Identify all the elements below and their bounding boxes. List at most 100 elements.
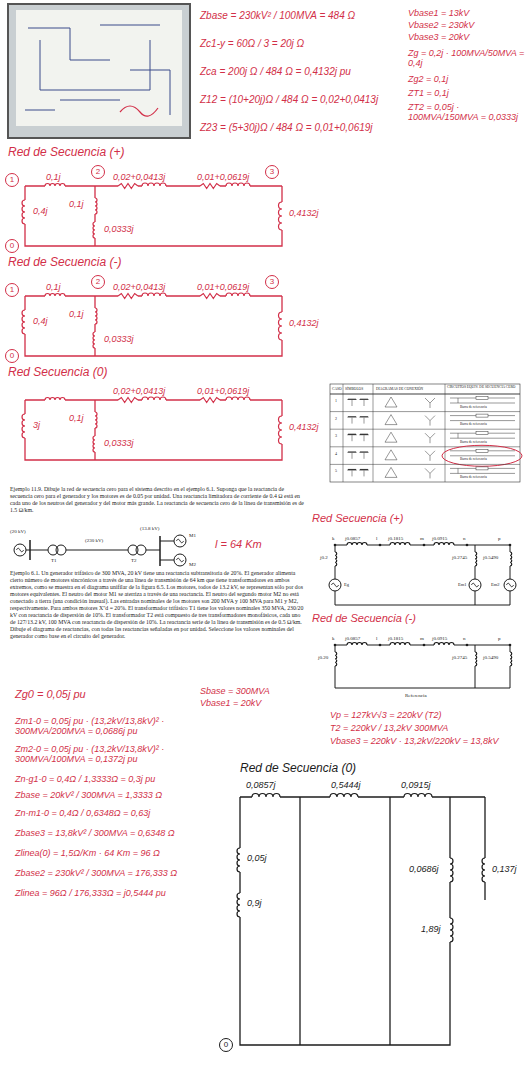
book-text: j0.0857 <box>345 536 360 542</box>
handwritten-note: Vbase1 = 13kV <box>408 8 469 18</box>
whiteboard-photo <box>8 4 190 138</box>
inductor-symbol <box>226 397 250 400</box>
book-text: Barra de referencia <box>460 405 487 409</box>
book-text: j0.0915 <box>432 536 447 542</box>
node-circle: 0 <box>5 349 19 363</box>
wire <box>450 415 515 416</box>
wire <box>25 186 282 246</box>
impedance-label: 0,01+0,0619j <box>196 172 250 182</box>
node-number: 1 <box>10 286 14 294</box>
transformer-symbol <box>56 545 66 555</box>
wire <box>352 435 353 441</box>
bus-dot <box>334 544 337 547</box>
inductor-symbol <box>142 397 166 400</box>
book-text: T2 <box>131 558 137 564</box>
wire <box>450 433 515 434</box>
handwritten-note: Zg0 = 0,05j pu <box>15 688 86 701</box>
handwritten-note: Zm1-0 = 0,05j pu · (13,2kV/13,8kV)² · 30… <box>15 716 225 737</box>
book-text: 1 <box>335 399 337 404</box>
impedance-label: 0,9j <box>246 898 263 908</box>
table-frame <box>330 384 520 482</box>
book-text: Em2 <box>491 582 500 587</box>
handwritten-note: Zbase3 = 13,8kV² / 300MVA = 0,6348 Ω <box>15 828 225 838</box>
connection-sketch <box>425 416 435 426</box>
wire <box>450 468 515 469</box>
connection-sketch <box>425 451 435 461</box>
wire-gap <box>473 552 476 566</box>
inductor-symbol <box>510 552 512 566</box>
inductor-symbol <box>93 222 95 238</box>
inductor-symbol <box>404 794 432 798</box>
inductor-symbol <box>360 417 368 418</box>
impedance-box <box>476 467 488 470</box>
source-symbol <box>329 579 341 591</box>
wire-gap <box>45 398 65 401</box>
wire <box>25 400 282 460</box>
inductor-symbol <box>348 417 356 418</box>
resistor-symbol <box>118 398 138 403</box>
handwritten-note: ZT2 = 0,05j · 100MVA/150MVA = 0,0333j <box>408 102 526 123</box>
wire-gap <box>508 652 511 666</box>
wire <box>450 438 515 439</box>
wire <box>330 446 520 447</box>
inductor-symbol <box>93 436 95 452</box>
book-text: SÍMBOLOS <box>345 387 363 391</box>
handwritten-note: Zbase = 20kV² / 300MVA = 1,3333 Ω <box>15 790 225 800</box>
handwritten-note: Vbase2 = 230kV <box>408 20 474 30</box>
connection-sketch <box>385 450 397 460</box>
book-text: j0.2745 <box>452 555 467 561</box>
inductor-symbol <box>450 918 453 942</box>
wire <box>364 453 365 459</box>
wire <box>94 186 95 246</box>
wire <box>160 560 174 561</box>
book-text: j0.1815 <box>388 636 403 642</box>
book-text: n <box>463 636 466 642</box>
wire-gap <box>118 294 138 297</box>
impedance-box <box>476 397 488 400</box>
wire-gap <box>508 552 511 566</box>
wire-gap <box>434 643 454 646</box>
wire-gap <box>93 308 96 324</box>
wire <box>146 550 160 551</box>
wire <box>66 550 128 551</box>
inductor-symbol <box>335 552 337 566</box>
node-number: 1 <box>10 176 14 184</box>
impedance-label: 0,02+0,0413j <box>112 282 166 292</box>
node-circle: 0 <box>5 239 19 253</box>
inductor-symbol <box>348 469 356 470</box>
bus-dot <box>509 644 512 647</box>
inductor-symbol <box>95 198 97 214</box>
inductor-symbol <box>93 332 95 348</box>
node-circle: 1 <box>5 283 19 297</box>
impedance-label: 0,01+0,0619j <box>196 282 250 292</box>
handwritten-note: Zlinea = 96Ω / 176,333Ω = j0,5444 pu <box>15 888 225 898</box>
source-wave <box>471 583 478 587</box>
impedance-label: 0,4j <box>32 206 49 216</box>
book-text: m <box>420 636 424 642</box>
inductor-symbol <box>347 643 367 646</box>
book-text: 2 <box>335 417 337 422</box>
book-text: j0.0915 <box>432 636 447 642</box>
node-circle: 2 <box>91 165 105 179</box>
inductor-symbol <box>360 469 368 470</box>
bus-dot <box>509 544 512 547</box>
impedance-label: 1,89j <box>420 924 442 934</box>
impedance-label: 0,4132j <box>288 208 320 218</box>
book-text: 5 <box>335 469 337 474</box>
wire <box>94 296 95 356</box>
bus-dot <box>379 544 382 547</box>
book-text: (13.8 kV) <box>140 526 159 532</box>
book-text: Barra de referencia <box>460 440 487 444</box>
handwritten-note: Zn-m1-0 = 0,4Ω / 0,6348Ω = 0,63j <box>15 808 225 818</box>
wire-gap <box>347 643 367 646</box>
wire <box>299 797 300 1045</box>
handwritten-note: Vbase3 = 220kV · 13,2kV/220kV = 13,8kV <box>330 736 525 746</box>
handwritten-note: Sbase = 300MVA <box>200 686 270 696</box>
impedance-label: 0,0333j <box>103 438 135 448</box>
whiteboard-mark <box>120 106 158 116</box>
inductor-symbol <box>360 452 368 453</box>
inductor-symbol <box>360 399 368 400</box>
inductor-symbol <box>22 200 25 224</box>
